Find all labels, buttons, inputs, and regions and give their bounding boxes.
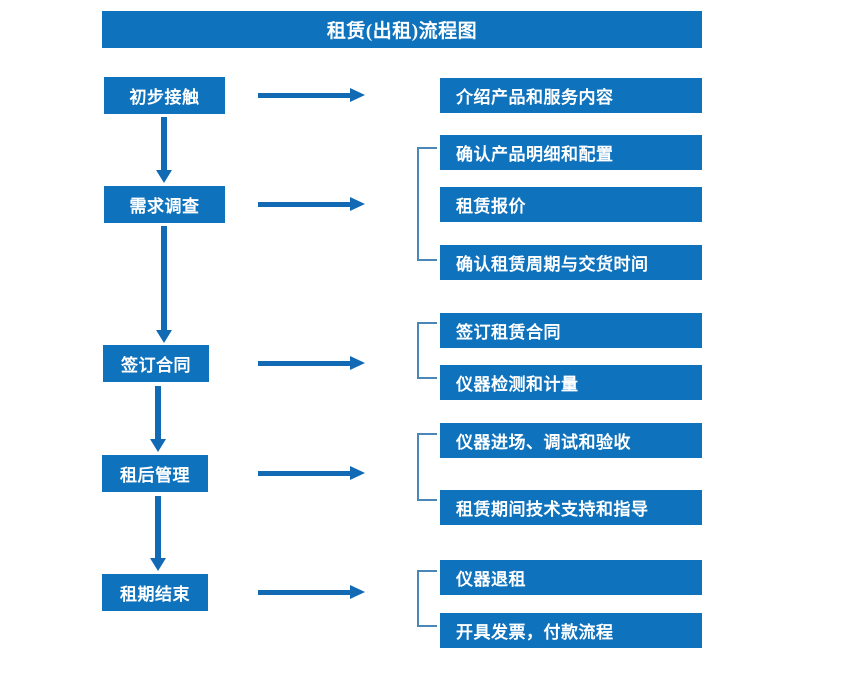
down-arrow-icon-2 [156, 226, 172, 343]
arrow-stem [258, 471, 352, 476]
detail-box-6[interactable]: 仪器检测和计量 [440, 365, 702, 400]
arrow-stem [155, 386, 161, 439]
stage-box-5[interactable]: 租期结束 [102, 574, 208, 611]
arrow-head [350, 197, 365, 211]
arrow-head [150, 439, 166, 452]
arrow-head [156, 330, 172, 343]
stage-box-1[interactable]: 初步接触 [104, 77, 225, 114]
stage-box-3[interactable]: 签订合同 [103, 345, 209, 382]
arrow-stem [155, 496, 161, 558]
right-arrow-icon-4 [258, 466, 365, 480]
arrow-stem [258, 361, 352, 366]
right-arrow-icon-1 [258, 88, 365, 102]
down-arrow-icon-1 [156, 117, 172, 183]
group-bracket-1 [417, 147, 437, 261]
group-bracket-2 [417, 322, 437, 379]
detail-box-5[interactable]: 签订租赁合同 [440, 313, 702, 348]
detail-box-8[interactable]: 租赁期间技术支持和指导 [440, 490, 702, 525]
down-arrow-icon-4 [150, 496, 166, 571]
detail-box-4[interactable]: 确认租赁周期与交货时间 [440, 245, 702, 280]
detail-box-2[interactable]: 确认产品明细和配置 [440, 135, 702, 170]
page-title: 租赁(出租)流程图 [102, 11, 702, 48]
detail-box-1[interactable]: 介绍产品和服务内容 [440, 78, 702, 113]
arrow-stem [161, 117, 167, 170]
arrow-stem [161, 226, 167, 330]
detail-box-9[interactable]: 仪器退租 [440, 560, 702, 595]
group-bracket-4 [417, 570, 437, 627]
stage-box-4[interactable]: 租后管理 [102, 455, 208, 492]
down-arrow-icon-3 [150, 386, 166, 452]
arrow-head [156, 170, 172, 183]
arrow-head [350, 585, 365, 599]
right-arrow-icon-3 [258, 356, 365, 370]
arrow-head [350, 88, 365, 102]
right-arrow-icon-5 [258, 585, 365, 599]
detail-box-7[interactable]: 仪器进场、调试和验收 [440, 423, 702, 458]
arrow-stem [258, 590, 352, 595]
detail-box-3[interactable]: 租赁报价 [440, 187, 702, 222]
detail-box-10[interactable]: 开具发票，付款流程 [440, 613, 702, 648]
arrow-head [150, 558, 166, 571]
arrow-stem [258, 202, 352, 207]
arrow-head [350, 356, 365, 370]
stage-box-2[interactable]: 需求调查 [104, 186, 225, 223]
group-bracket-3 [417, 433, 437, 501]
arrow-head [350, 466, 365, 480]
right-arrow-icon-2 [258, 197, 365, 211]
arrow-stem [258, 93, 352, 98]
